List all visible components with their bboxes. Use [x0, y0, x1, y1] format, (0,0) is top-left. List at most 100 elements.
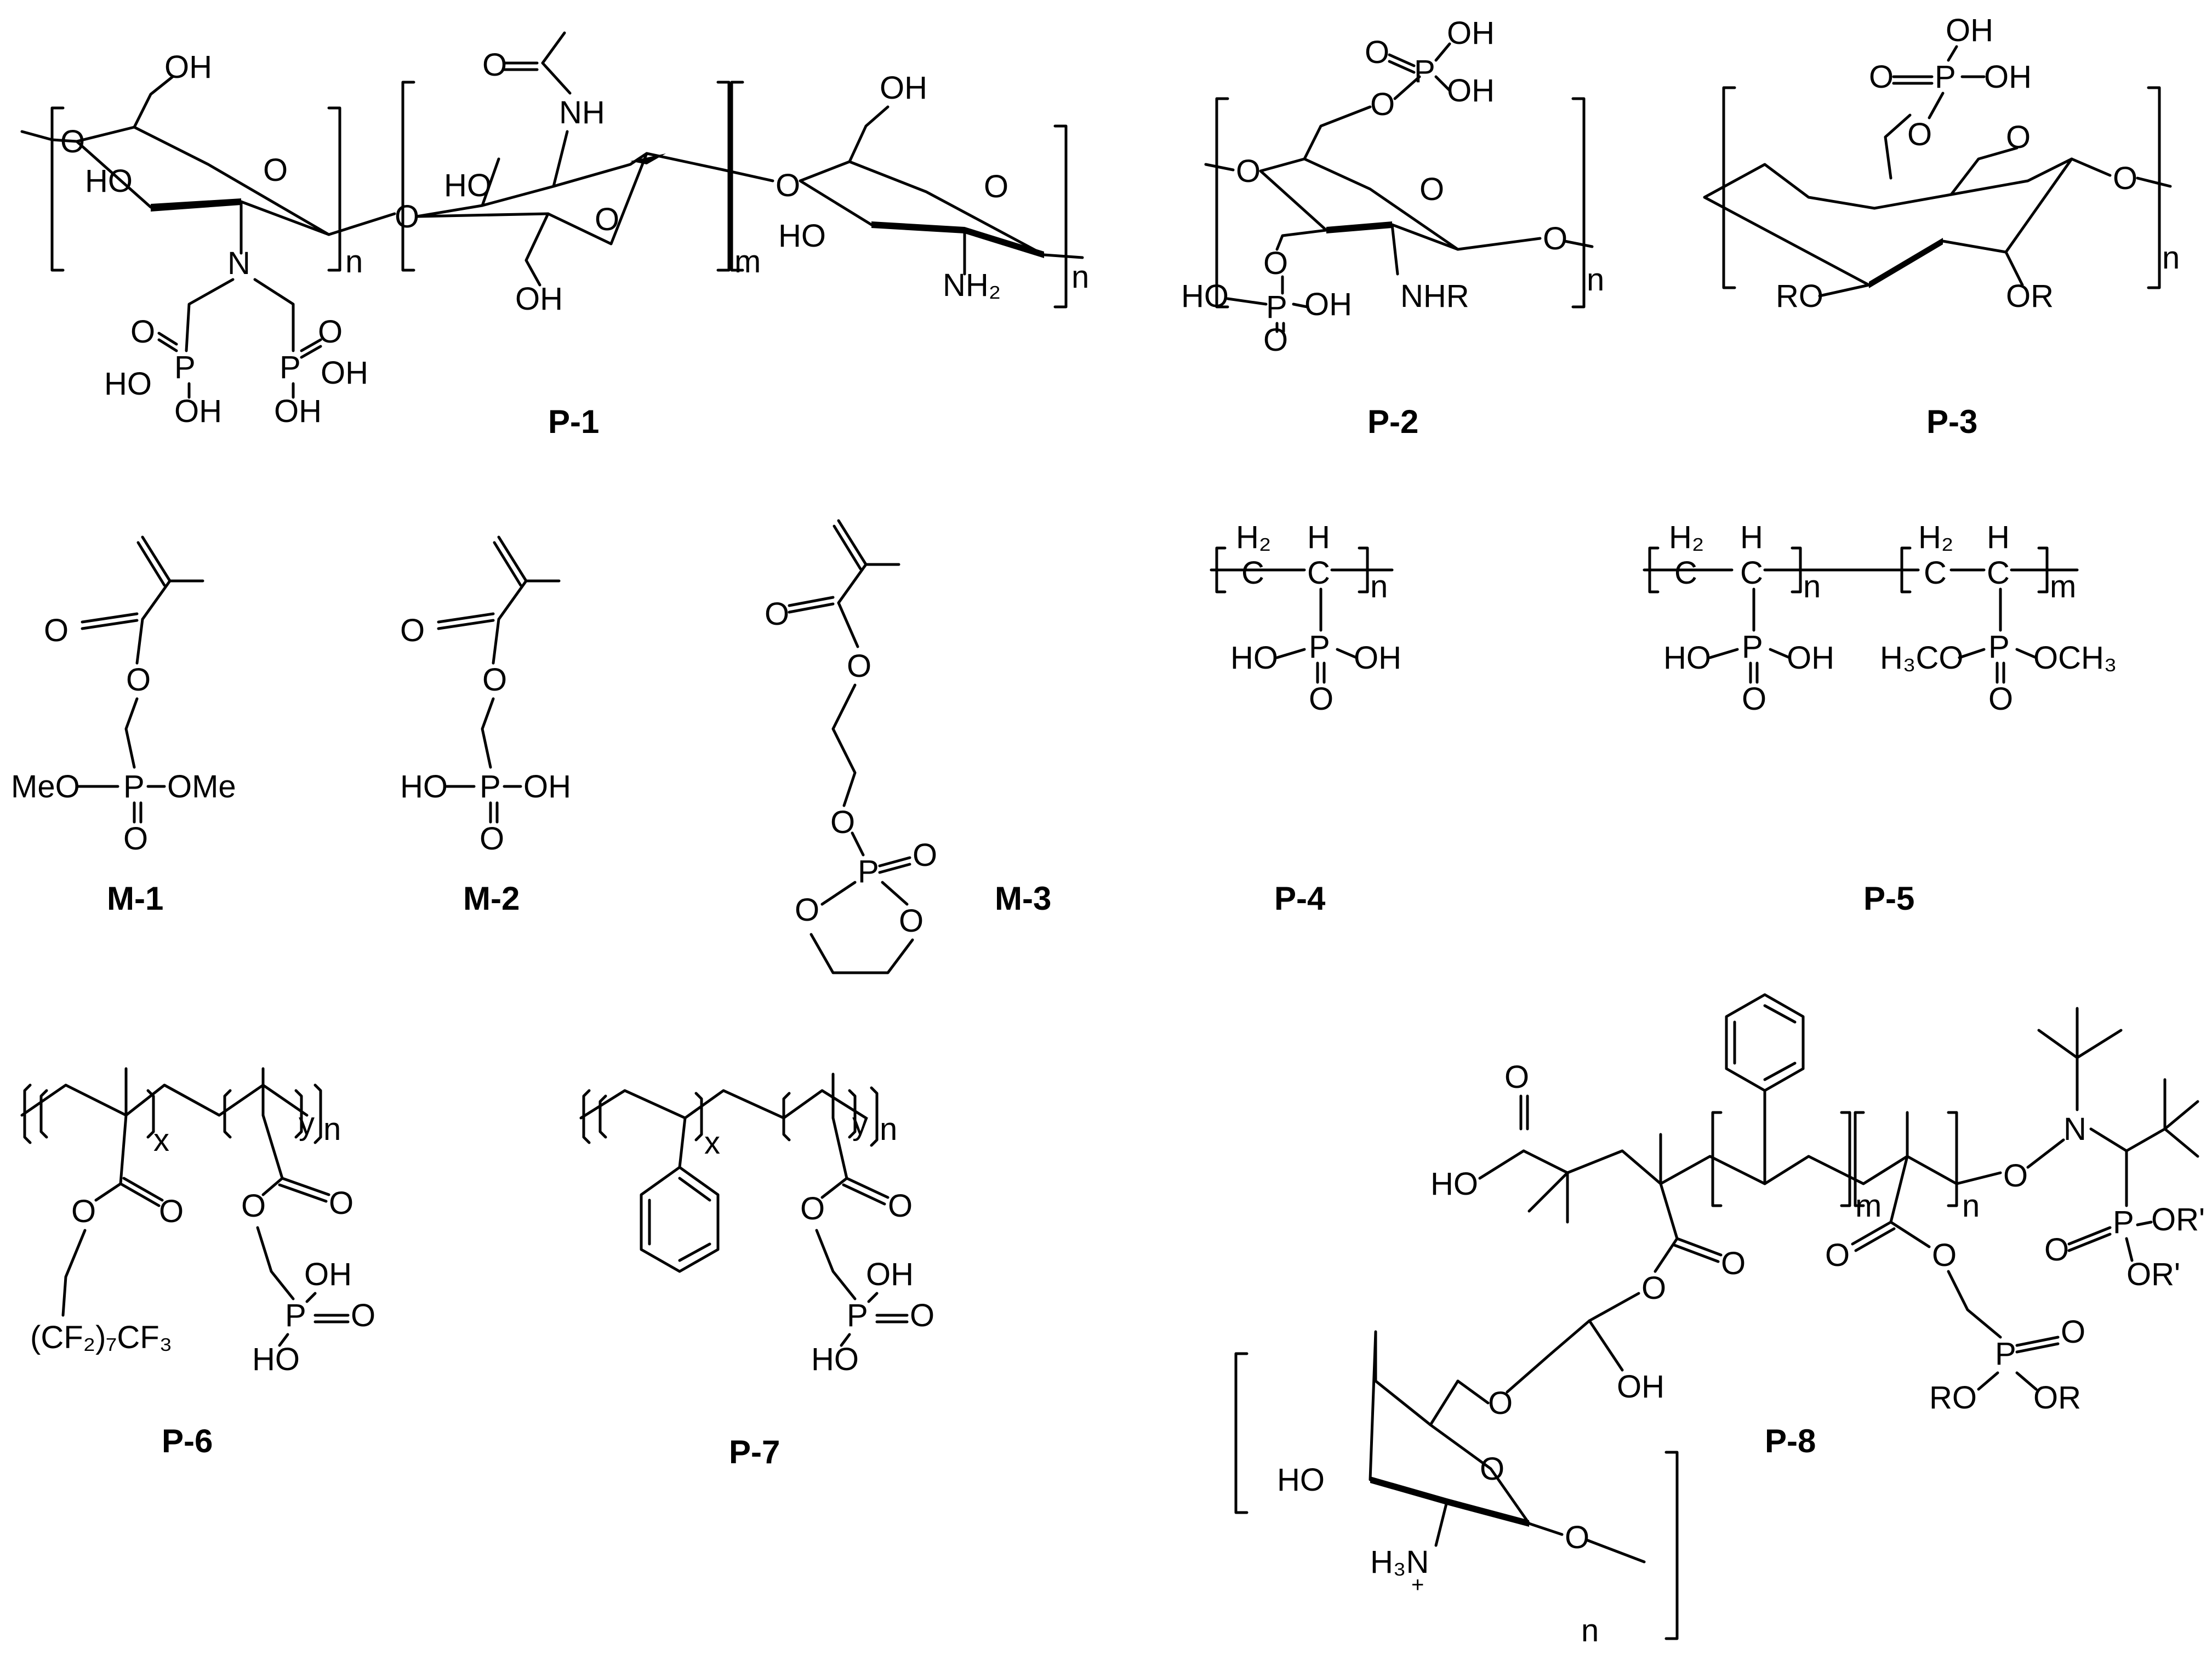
svg-text:HO: HO [85, 163, 133, 199]
svg-text:NH₂: NH₂ [943, 267, 1001, 303]
svg-text:OH: OH [1617, 1369, 1664, 1405]
svg-text:OH: OH [304, 1257, 352, 1292]
svg-text:O: O [60, 124, 85, 159]
structure-m2: O O P HO OH O M-2 [400, 535, 571, 917]
svg-text:NH: NH [559, 95, 605, 130]
svg-text:OH: OH [515, 281, 563, 317]
svg-text:C: C [1241, 555, 1264, 591]
svg-text:O: O [765, 596, 789, 632]
label-p2: P-2 [1367, 403, 1418, 440]
structure-p6: x y n O O (CF₂)₇CF₃ O O P OH O HO P-6 [20, 1067, 375, 1459]
label-m1: M-1 [107, 880, 163, 917]
svg-text:OH: OH [866, 1257, 914, 1292]
svg-text:O: O [1641, 1270, 1666, 1306]
svg-text:O: O [44, 613, 69, 648]
svg-text:P: P [174, 350, 196, 385]
structure-m1: O O P MeO OMe O M-1 [11, 535, 236, 917]
svg-text:OH: OH [880, 70, 927, 106]
svg-text:HO: HO [1430, 1166, 1478, 1202]
svg-text:P: P [1935, 59, 1956, 95]
svg-text:P: P [1995, 1336, 2016, 1372]
svg-text:O: O [795, 892, 819, 928]
svg-text:HO: HO [1181, 278, 1229, 314]
svg-text:O: O [1869, 59, 1894, 95]
svg-text:OH: OH [1304, 287, 1352, 322]
svg-text:P: P [285, 1298, 306, 1333]
svg-text:O: O [1504, 1059, 1529, 1095]
svg-text:P: P [858, 854, 879, 889]
svg-text:O: O [159, 1194, 184, 1229]
svg-text:OH: OH [1354, 640, 1401, 676]
svg-text:(CF₂)₇CF₃: (CF₂)₇CF₃ [30, 1320, 172, 1355]
svg-text:HO: HO [400, 769, 448, 805]
svg-text:H: H [1987, 520, 2010, 555]
svg-text:O: O [1988, 681, 2013, 717]
svg-text:P: P [1988, 629, 2010, 665]
svg-text:HO: HO [1277, 1462, 1325, 1498]
svg-text:P: P [1742, 629, 1763, 665]
svg-text:O: O [482, 47, 507, 83]
svg-text:O: O [1370, 87, 1395, 122]
svg-text:n: n [1370, 569, 1388, 604]
svg-text:n: n [880, 1111, 897, 1147]
svg-text:H₃N: H₃N [1370, 1544, 1429, 1580]
svg-text:O: O [400, 613, 425, 648]
svg-text:HO: HO [778, 218, 826, 254]
svg-text:P: P [1309, 629, 1330, 665]
svg-text:O: O [263, 152, 288, 188]
svg-text:OH: OH [164, 49, 212, 85]
svg-text:O: O [776, 168, 800, 203]
svg-text:x: x [153, 1122, 169, 1158]
svg-text:O: O [595, 202, 619, 237]
svg-text:OH: OH [1447, 73, 1495, 109]
svg-text:O: O [1907, 117, 1932, 152]
svg-text:O: O [351, 1298, 375, 1333]
svg-text:P: P [280, 350, 301, 385]
svg-text:O: O [1480, 1451, 1504, 1487]
svg-text:H₂: H₂ [1236, 520, 1271, 555]
svg-text:O: O [1825, 1237, 1850, 1273]
svg-text:n: n [2162, 240, 2180, 276]
svg-text:O: O [1543, 221, 1567, 256]
svg-text:C: C [1987, 555, 2010, 591]
svg-text:P: P [1414, 54, 1435, 89]
svg-text:O: O [1742, 681, 1766, 717]
svg-text:O: O [130, 314, 155, 350]
svg-text:HO: HO [444, 168, 492, 203]
svg-text:x: x [704, 1125, 720, 1161]
label-p1: P-1 [548, 403, 599, 440]
svg-text:O: O [847, 648, 871, 684]
svg-text:OH: OH [523, 769, 571, 805]
label-p7: P-7 [729, 1434, 780, 1470]
structure-p5: H₂ C H C n P HO OH O H₂ C H C m P H₃CO O… [1643, 520, 2117, 917]
svg-text:O: O [984, 169, 1008, 204]
svg-text:OH: OH [274, 393, 322, 429]
svg-text:N: N [227, 246, 250, 281]
svg-text:C: C [1740, 555, 1763, 591]
svg-text:m: m [2050, 569, 2076, 604]
svg-text:O: O [2006, 119, 2031, 155]
svg-text:O: O [2003, 1158, 2028, 1194]
svg-text:O: O [123, 821, 148, 857]
svg-text:m: m [734, 244, 761, 279]
label-p8: P-8 [1765, 1423, 1816, 1459]
svg-text:n: n [1071, 259, 1089, 295]
svg-text:n: n [323, 1111, 341, 1147]
svg-text:n: n [345, 244, 363, 279]
svg-text:OMe: OMe [167, 769, 236, 805]
svg-text:H: H [1740, 520, 1763, 555]
structure-m3: O O O P O O O M-3 [765, 519, 1051, 974]
label-m2: M-2 [463, 880, 520, 917]
svg-text:H₂: H₂ [1918, 520, 1953, 555]
structure-p1: n OH O O HO N P O HO OH P O OH OH O m [20, 31, 1089, 440]
svg-text:O: O [2113, 161, 2137, 196]
svg-text:OR': OR' [2127, 1257, 2180, 1292]
svg-text:O: O [1236, 153, 1261, 189]
svg-text:O: O [899, 903, 923, 939]
svg-text:C: C [1924, 555, 1947, 591]
svg-text:HO: HO [1230, 640, 1278, 676]
svg-text:OH: OH [321, 355, 368, 391]
label-p4: P-4 [1274, 880, 1326, 917]
